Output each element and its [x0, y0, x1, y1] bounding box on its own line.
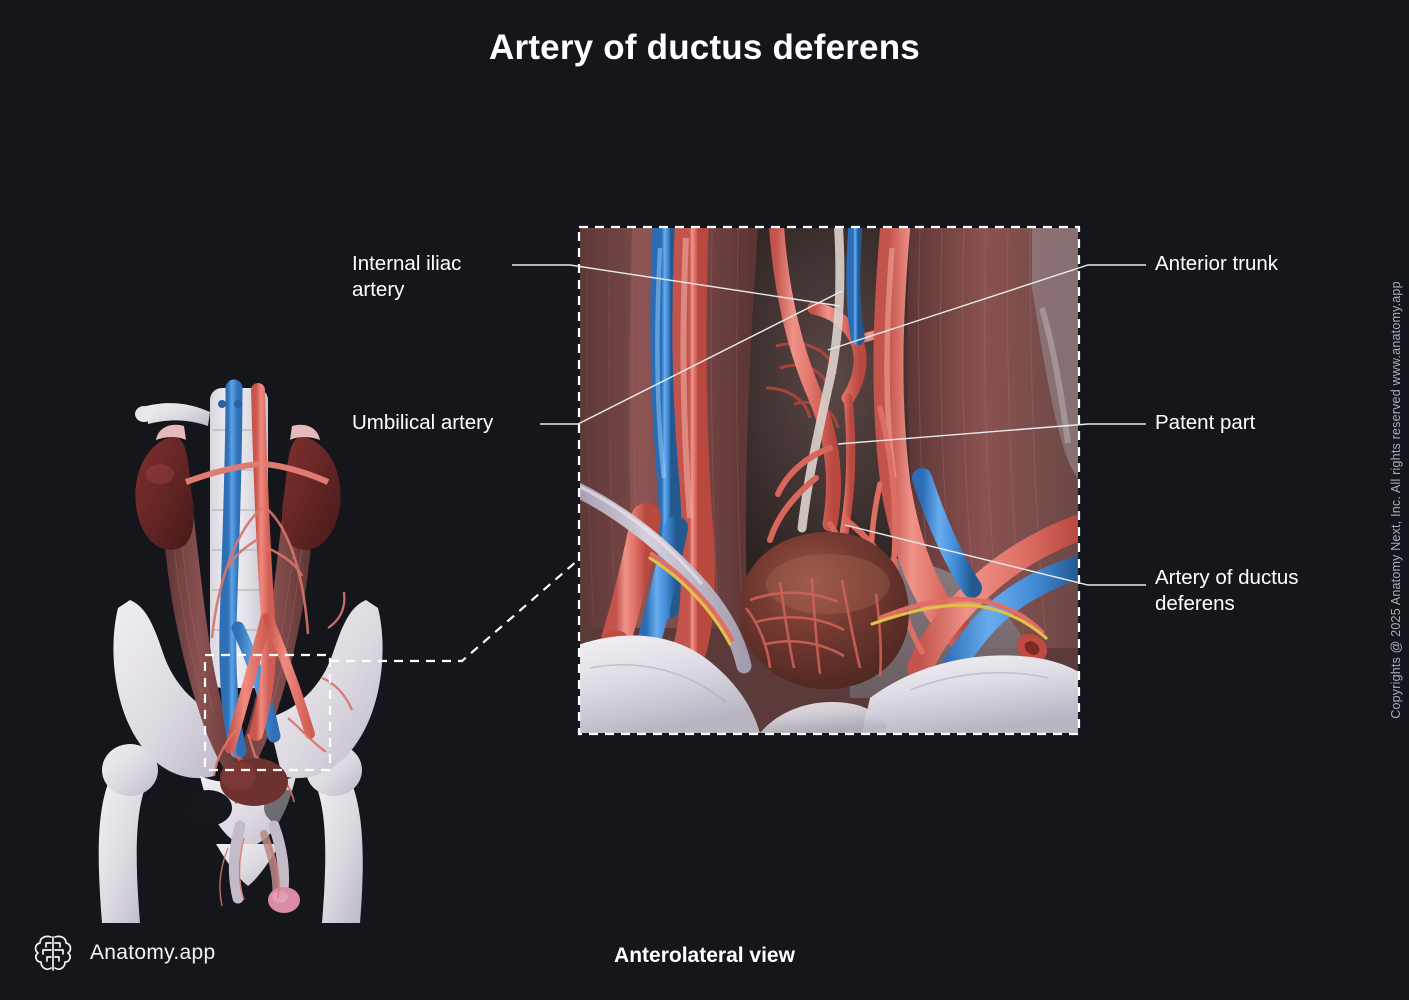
logo-text: Anatomy.app: [90, 941, 216, 964]
view-caption: Anterolateral view: [614, 944, 795, 967]
overview-anatomy-figure: [88, 378, 408, 923]
inferior-vena-cava: [218, 379, 281, 759]
urinary-bladder: [740, 531, 909, 690]
label-anterior-trunk: Anterior trunk: [1155, 252, 1279, 275]
pelvic-organs: [219, 758, 300, 913]
overview-selection-box: [203, 653, 332, 772]
magnified-pelvic-vasculature-panel: [580, 228, 1078, 733]
brand-logo[interactable]: Anatomy.app: [30, 930, 216, 976]
overview-svg: [98, 379, 383, 923]
kidneys: [135, 424, 341, 550]
label-patent-part: Patent part: [1155, 411, 1256, 434]
page-title: Artery of ductus deferens: [489, 28, 920, 67]
label-internal-iliac-artery: Internal iliac artery: [352, 252, 462, 301]
label-artery-of-ductus-deferens: Artery of ductus deferens: [1155, 566, 1299, 615]
brain-icon: [34, 935, 72, 971]
label-umbilical-artery: Umbilical artery: [352, 411, 494, 434]
copyright-text: Copyrights @ 2025 Anatomy Next, Inc. All…: [1389, 281, 1403, 719]
detail-panel-svg: [580, 228, 1078, 733]
